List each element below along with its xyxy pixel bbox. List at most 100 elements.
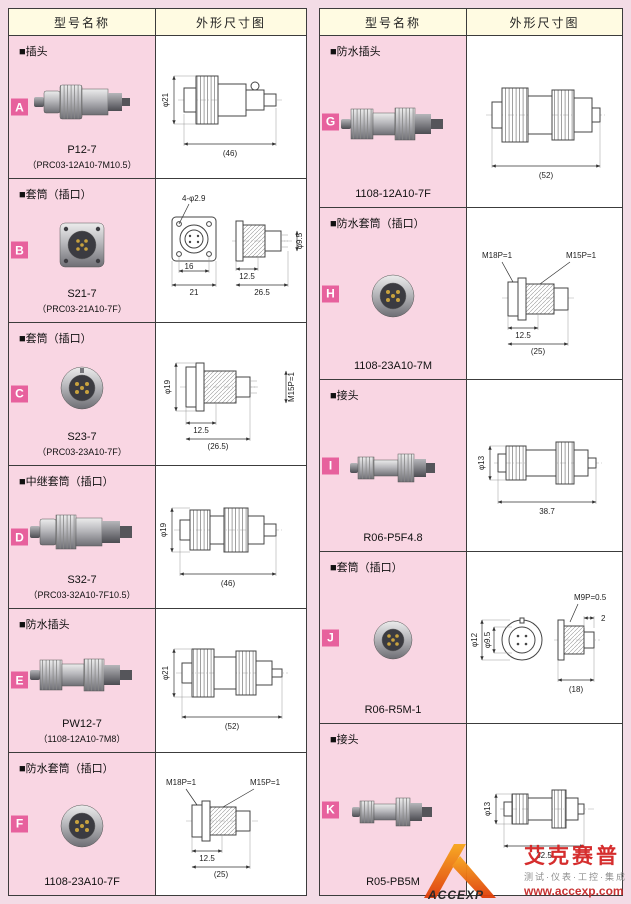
dimension-drawing: φ21 (46)	[161, 75, 282, 158]
type-label: ■接头	[330, 390, 359, 402]
row-letter-badge: C	[11, 385, 28, 403]
row-letter-badge: H	[322, 285, 339, 302]
model-name-cell: D ■中继套筒（插口） S32-7 （PRC03-32A10-7F10.5）	[9, 465, 156, 609]
outline-cell: (52)	[467, 36, 622, 207]
svg-text:M18P=1: M18P=1	[482, 251, 513, 260]
type-label: ■套筒（插口）	[19, 332, 92, 345]
type-label: ■防水插头	[19, 619, 70, 632]
watermark-url: www.accexp.com	[524, 884, 624, 898]
svg-text:ACCEXP: ACCEXP	[427, 888, 484, 902]
row-letter-badge: I	[322, 457, 339, 474]
watermark-tagline: 测试·仪表·工控·集成	[524, 872, 627, 882]
svg-text:4-φ2.9: 4-φ2.9	[182, 194, 206, 203]
type-label: ■防水套筒（插口）	[19, 762, 114, 775]
model-name-cell: J ■套筒（插口） R06-R5M-1	[320, 552, 467, 723]
header-model-name: 型号名称	[320, 9, 467, 35]
svg-text:M18P=1: M18P=1	[166, 778, 197, 787]
accexp-logo: ACCEXP	[424, 844, 496, 902]
connector-photo	[59, 222, 105, 268]
model-name-cell: B ■套筒（插口） S21-7 （PRC03-21A10-7F）	[9, 179, 156, 322]
svg-text:M15P=1: M15P=1	[566, 251, 597, 260]
model-name-cell: E ■防水插头 PW12-7 （1108-12A10-7M8）	[9, 609, 156, 752]
header-model-name: 型号名称	[9, 9, 156, 35]
header-outline-drawing: 外形尺寸图	[195, 15, 266, 30]
model-name: 1108-23A10-7M	[353, 360, 433, 372]
type-label: ■中继套筒（插口）	[19, 475, 114, 488]
model-name: 1108-12A10-7F	[355, 188, 431, 200]
svg-text:(46): (46)	[223, 149, 238, 158]
connector-photo	[371, 274, 415, 317]
model-name: S32-7	[67, 574, 97, 587]
row-letter-badge: J	[322, 629, 339, 646]
outline-cell: φ21 (52)	[156, 609, 306, 752]
svg-text:32.5: 32.5	[536, 851, 552, 860]
model-name: S21-7	[67, 287, 97, 300]
svg-text:φ9.5: φ9.5	[483, 631, 492, 648]
svg-text:M15P=1: M15P=1	[250, 778, 281, 787]
svg-text:(18): (18)	[568, 685, 583, 694]
outline-cell: M18P=1 M15P=1 12.5 (25)	[467, 208, 622, 379]
row-letter-badge: A	[11, 98, 28, 116]
dimension-drawing: 4-φ2.9 16 21 12.5 26.5 φ9.5	[171, 194, 304, 297]
connector-photo	[373, 620, 413, 659]
model-name: R06-P5F4.8	[363, 532, 423, 544]
type-label: ■防水套筒（插口）	[330, 218, 425, 230]
connector-photo	[60, 367, 104, 410]
svg-text:φ12: φ12	[470, 632, 479, 647]
table-row: D ■中继套筒（插口） S32-7 （PRC03-32A10-7F10.5）	[9, 465, 306, 610]
dimension-drawing: φ19 (46)	[159, 507, 282, 588]
table-row: G ■防水插头 1108-12A10-7F (	[320, 36, 622, 208]
connector-photo	[350, 453, 435, 482]
svg-text:φ19: φ19	[159, 523, 168, 538]
connector-photo	[341, 107, 443, 140]
table-row: I ■接头 R06-P5F4.8 φ13	[320, 380, 622, 552]
svg-text:φ13: φ13	[477, 455, 486, 470]
svg-text:M15P=1: M15P=1	[287, 371, 296, 402]
model-name-cell: I ■接头 R06-P5F4.8	[320, 380, 467, 551]
model-name-cell: C ■套筒（插口） S23-7 （PRC03-23A10-7F）	[9, 322, 156, 465]
model-name: R05-PB5M	[366, 876, 420, 888]
svg-text:φ21: φ21	[161, 93, 170, 108]
model-name-cell: G ■防水插头 1108-12A10-7F	[320, 36, 467, 207]
table-row: C ■套筒（插口） S23-7 （PRC03-23A10-7F）	[9, 322, 306, 466]
outline-cell: M18P=1 M15P=1 12.5 (25)	[156, 752, 306, 895]
model-code: （1108-12A10-7M8）	[38, 733, 126, 744]
svg-text:(52): (52)	[225, 722, 240, 731]
dimension-drawing: φ21 (52)	[161, 648, 288, 731]
model-name: P12-7	[67, 144, 97, 157]
svg-text:12.5: 12.5	[193, 426, 209, 435]
table-header: 型号名称 外形尺寸图	[320, 9, 622, 36]
dimension-drawing: (52)	[485, 87, 606, 180]
catalog-table-right: 型号名称 外形尺寸图 G ■防水插头 1108-12A10-7F	[319, 8, 623, 896]
model-code: （PRC03-21A10-7F）	[37, 303, 127, 314]
svg-text:φ19: φ19	[163, 379, 172, 394]
connector-photo	[34, 84, 130, 119]
model-name: PW12-7	[62, 717, 102, 730]
row-letter-badge: G	[322, 113, 339, 130]
type-label: ■套筒（插口）	[330, 562, 403, 574]
table-row: H ■防水套筒（插口） 1108-23A10-7M M18P=1	[320, 208, 622, 380]
connector-photo	[30, 658, 132, 692]
model-name-cell: K ■接头 R05-PB5M	[320, 724, 467, 895]
outline-cell: φ13 32.5	[467, 724, 622, 895]
row-letter-badge: D	[11, 528, 28, 546]
model-name: R06-R5M-1	[364, 704, 422, 716]
svg-text:2: 2	[601, 614, 606, 623]
outline-cell: φ21 (46)	[156, 36, 306, 179]
row-letter-badge: B	[11, 241, 28, 259]
outline-cell: φ12 φ9.5 M9P=0.5 2 (18)	[467, 552, 622, 723]
connector-photo	[352, 797, 432, 826]
svg-text:21: 21	[190, 288, 199, 297]
row-letter-badge: E	[11, 671, 28, 689]
svg-text:(52): (52)	[538, 171, 553, 180]
dimension-drawing: φ12 φ9.5 M9P=0.5 2 (18)	[470, 593, 607, 694]
svg-text:16: 16	[185, 262, 194, 271]
model-name-cell: F ■防水套筒（插口） 1108-23A10-7F	[9, 752, 156, 895]
type-label: ■接头	[330, 734, 359, 746]
model-name-cell: H ■防水套筒（插口） 1108-23A10-7M	[320, 208, 467, 379]
connector-photo	[60, 804, 104, 848]
outline-cell: φ13 38.7	[467, 380, 622, 551]
type-label: ■套筒（插口）	[19, 189, 92, 202]
svg-text:(25): (25)	[214, 870, 229, 879]
svg-text:φ21: φ21	[161, 666, 170, 681]
